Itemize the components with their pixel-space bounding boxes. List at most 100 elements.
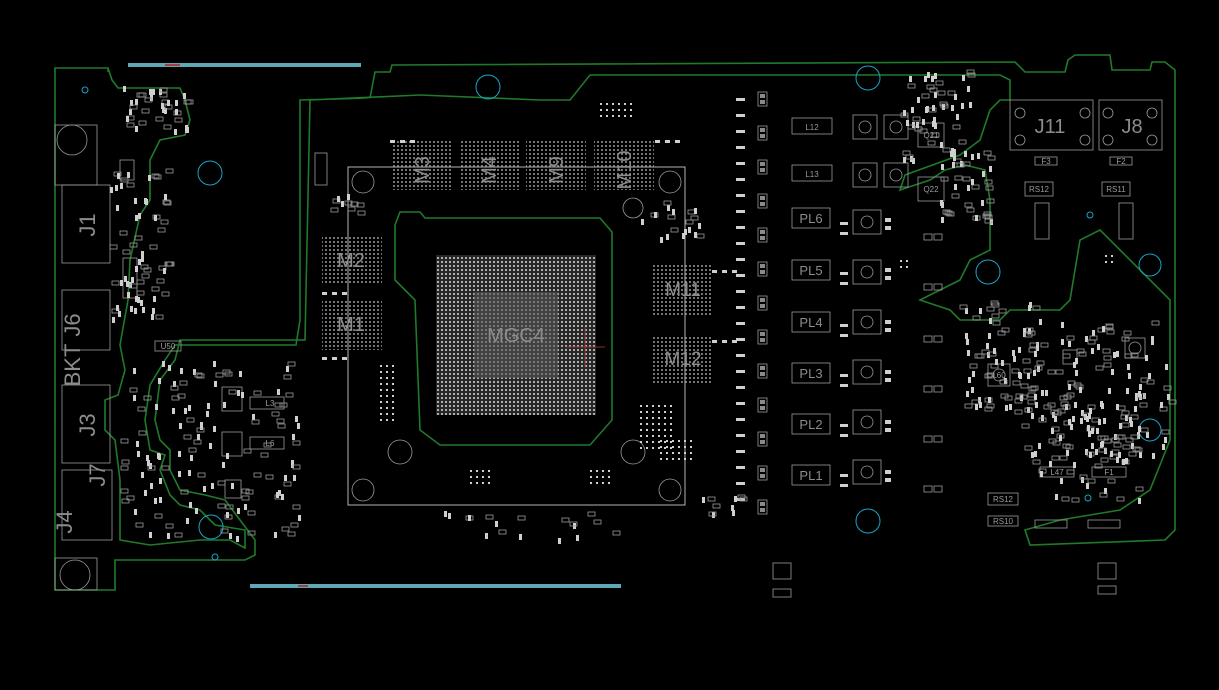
smd-part	[263, 442, 272, 448]
smd-part	[148, 175, 151, 181]
smd-part	[986, 343, 989, 349]
smd-part	[143, 267, 152, 273]
smd-part	[1121, 422, 1130, 428]
svg-text:L3: L3	[266, 399, 275, 408]
smd-part	[1032, 305, 1041, 311]
smd-part	[737, 494, 746, 500]
smd-part	[760, 338, 765, 342]
smd-part	[386, 401, 388, 403]
smd-part	[736, 226, 745, 229]
smd-part	[292, 464, 301, 470]
smd-part	[672, 446, 674, 448]
smd-part	[954, 184, 957, 190]
smd-part	[969, 363, 978, 369]
smd-part	[1140, 377, 1149, 383]
smd-part	[979, 308, 982, 314]
smd-part	[1038, 443, 1041, 449]
smd-part	[1068, 384, 1071, 390]
smd-part	[147, 465, 156, 471]
smd-part	[660, 237, 663, 243]
smd-part	[690, 440, 692, 442]
smd-part	[968, 377, 971, 383]
smd-part	[652, 405, 654, 407]
smd-part	[690, 446, 692, 448]
smd-part	[118, 311, 121, 317]
smd-part	[150, 483, 153, 489]
smd-part	[152, 308, 155, 314]
smd-part	[760, 508, 765, 512]
svg-text:J4: J4	[52, 510, 77, 533]
smd-part	[180, 368, 183, 374]
smd-part	[284, 475, 287, 481]
smd-part	[736, 370, 745, 373]
smd-part	[1116, 496, 1125, 502]
smd-part	[667, 214, 676, 220]
smd-part	[664, 435, 666, 437]
smd-part	[951, 193, 960, 199]
smd-part	[596, 470, 598, 472]
smd-part	[1080, 418, 1083, 424]
smd-part	[670, 417, 672, 419]
smd-part	[130, 306, 133, 312]
smd-part	[652, 417, 654, 419]
smd-part	[646, 411, 648, 413]
smd-part	[356, 202, 365, 208]
smd-part	[175, 100, 178, 106]
smd-part	[165, 168, 174, 174]
smd-part	[386, 413, 388, 415]
smd-part	[760, 400, 765, 404]
smd-part	[688, 227, 691, 233]
svg-text:F3: F3	[1041, 157, 1051, 166]
smd-part	[247, 510, 256, 516]
smd-part	[933, 335, 943, 343]
smd-part	[986, 198, 995, 204]
smd-part	[757, 159, 768, 175]
vrm-mosfets: Q21 Q22	[852, 114, 945, 485]
smd-part	[322, 357, 327, 360]
smd-part	[760, 474, 765, 478]
svg-text:J11: J11	[1035, 116, 1066, 138]
smd-part	[707, 496, 716, 502]
svg-text:J3: J3	[75, 413, 100, 436]
smd-part	[1088, 413, 1091, 419]
smd-part	[646, 417, 648, 419]
smd-part	[217, 480, 226, 486]
smd-part	[646, 405, 648, 407]
smd-part	[1075, 370, 1078, 376]
smd-part	[964, 403, 973, 409]
smd-part	[602, 476, 604, 478]
smd-part	[982, 213, 991, 219]
smd-part	[658, 441, 660, 443]
smd-part	[222, 462, 225, 468]
svg-text:L47: L47	[1050, 468, 1064, 477]
smd-part	[978, 397, 981, 403]
smd-part	[923, 233, 933, 241]
smd-part	[760, 434, 765, 438]
smd-part	[678, 452, 680, 454]
smd-part	[116, 305, 119, 311]
smd-part	[141, 273, 150, 279]
smd-part	[660, 452, 662, 454]
smd-part	[488, 482, 490, 484]
smd-part	[736, 98, 745, 101]
smd-part	[630, 103, 632, 105]
smd-part	[386, 371, 388, 373]
smd-part	[283, 481, 292, 487]
smd-part	[934, 73, 937, 79]
smd-part	[966, 207, 975, 213]
smd-part	[1061, 496, 1070, 502]
smd-part	[1146, 432, 1149, 438]
smd-part	[640, 411, 642, 413]
smd-part	[942, 104, 945, 110]
smd-part	[144, 490, 147, 496]
smd-part	[185, 125, 188, 131]
smd-part	[760, 298, 765, 302]
smd-part	[900, 260, 902, 262]
smd-part	[951, 105, 954, 111]
svg-text:M2: M2	[337, 250, 365, 272]
smd-part	[170, 385, 179, 391]
svg-text:L12: L12	[805, 123, 819, 132]
smd-part	[576, 535, 579, 541]
smd-part	[1068, 419, 1071, 425]
smd-part	[606, 109, 608, 111]
